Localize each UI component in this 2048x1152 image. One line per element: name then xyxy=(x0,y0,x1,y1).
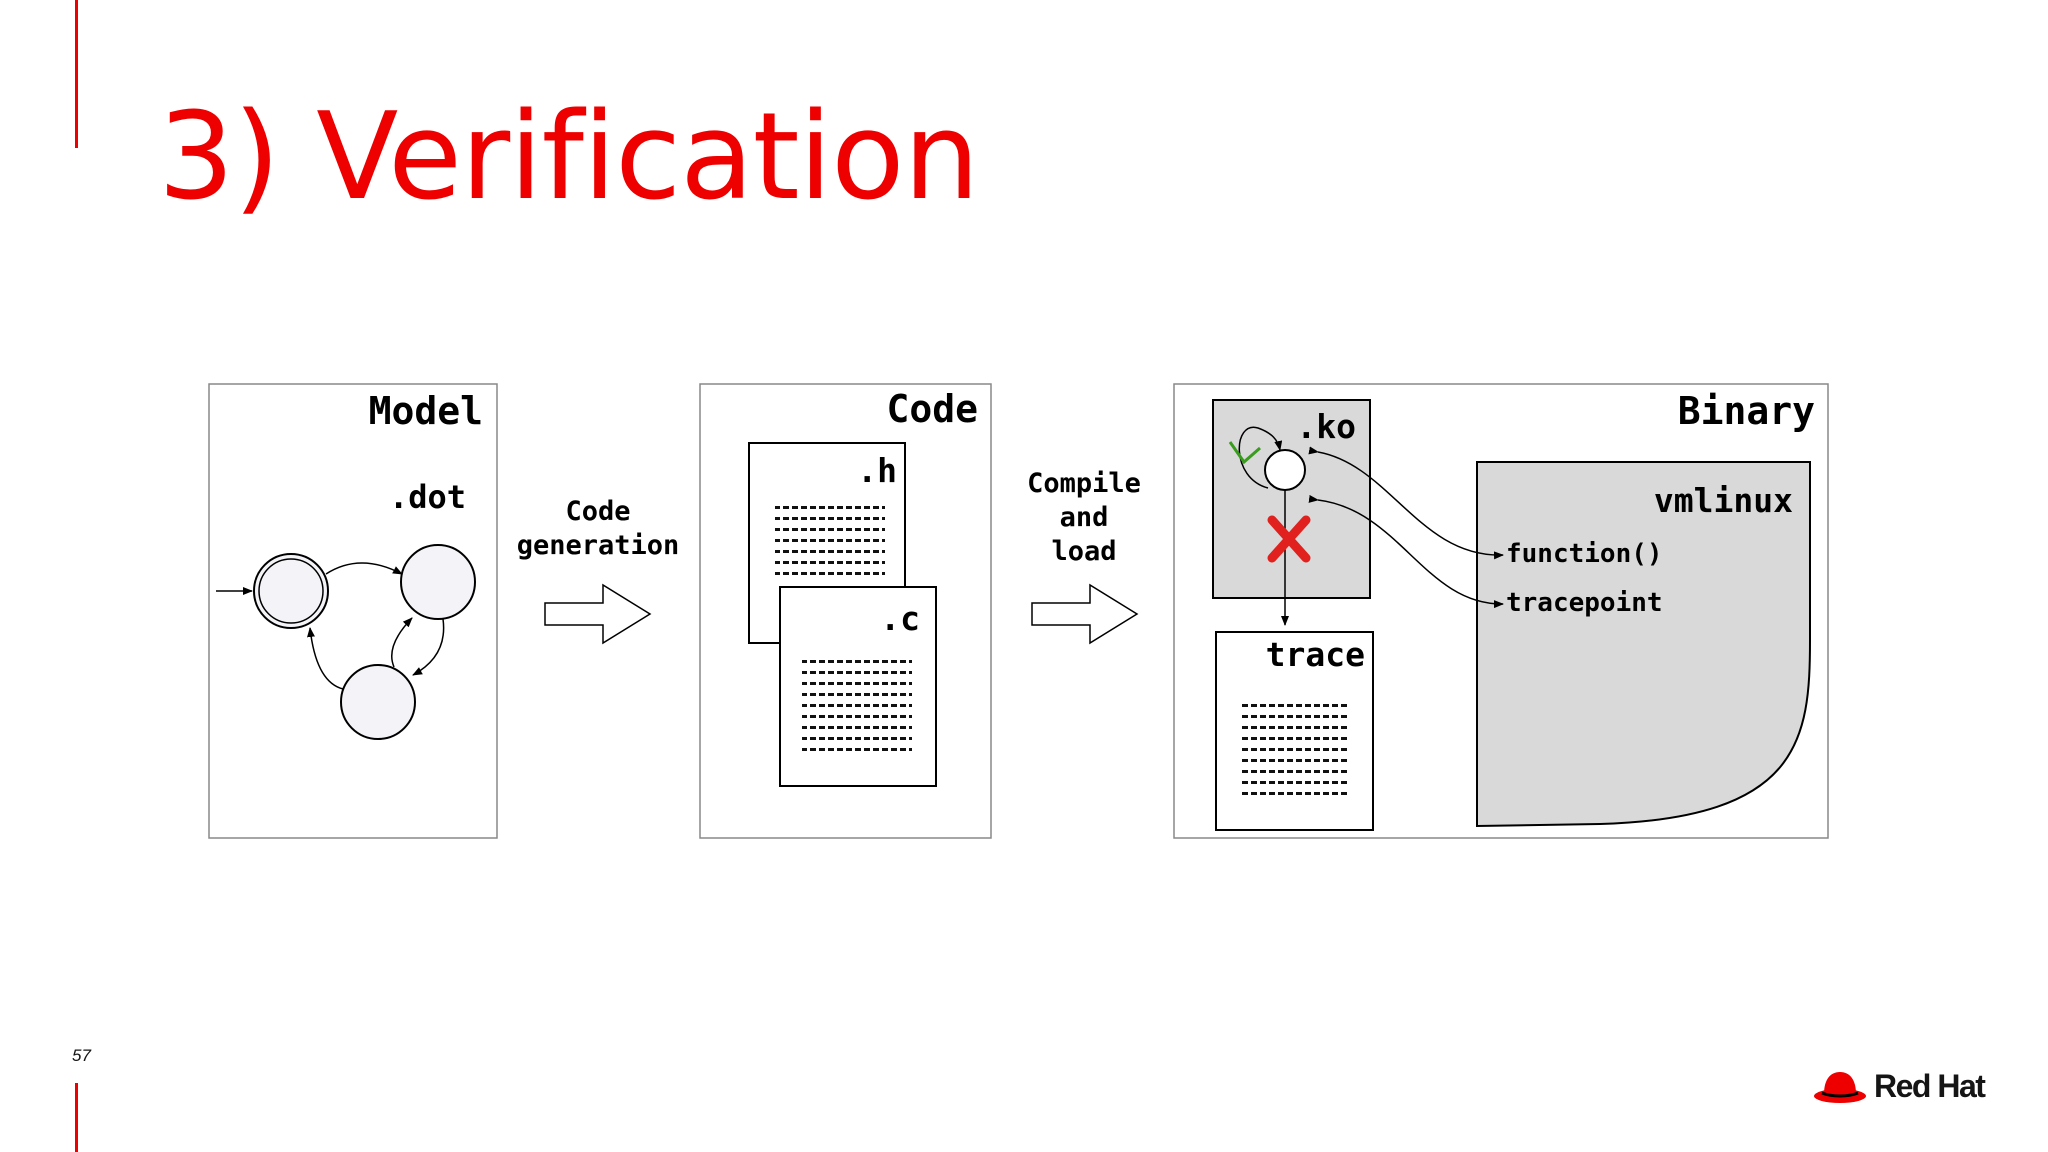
binary-panel: Binary .ko trace xyxy=(1173,383,1829,839)
compile-load-step: Compile and load xyxy=(1027,468,1141,645)
logo-text: Red Hat xyxy=(1874,1067,1986,1104)
model-panel: Model .dot xyxy=(208,383,498,839)
binary-title: Binary xyxy=(1678,389,1815,433)
state-node-3 xyxy=(340,664,416,740)
kernel-module-box: .ko xyxy=(1212,399,1371,626)
arrow2-line1: Compile xyxy=(1027,468,1141,499)
initial-state xyxy=(258,558,324,624)
arrow2-line2: and xyxy=(1060,502,1109,533)
state-machine-graph xyxy=(216,544,476,740)
check-icon xyxy=(1228,441,1261,465)
transition-2-3 xyxy=(412,618,445,676)
code-title: Code xyxy=(886,387,978,431)
transition-3-1 xyxy=(307,627,344,690)
trace-box: trace xyxy=(1215,631,1374,831)
self-loop-transition xyxy=(1238,426,1283,489)
arrow1-line1: Code xyxy=(565,496,630,527)
arrow2-line3: load xyxy=(1051,536,1116,567)
code-generation-step: Code generation xyxy=(517,496,680,645)
code-panel: Code .h .c xyxy=(699,383,992,839)
slide-title: 3) Verification xyxy=(158,88,980,227)
accent-line-bottom xyxy=(75,1083,78,1152)
arrow1-line2: generation xyxy=(517,530,680,561)
vmlinux-box: vmlinux function() tracepoint xyxy=(1476,461,1811,828)
model-title: Model xyxy=(369,389,483,433)
header-file-label: .h xyxy=(857,451,897,490)
transition-1-2 xyxy=(325,562,403,575)
trace-label: trace xyxy=(1266,635,1365,674)
red-hat-logo: Red Hat xyxy=(1812,1066,1986,1106)
accent-line-top xyxy=(75,0,78,148)
state-node-2 xyxy=(400,544,476,620)
source-file-icon: .c xyxy=(779,586,937,787)
red-hat-icon xyxy=(1814,1072,1866,1103)
vmlinux-label: vmlinux xyxy=(1654,481,1793,520)
page-number: 57 xyxy=(72,1046,91,1065)
error-x-icon xyxy=(1267,515,1311,563)
block-arrow-icon xyxy=(1031,583,1139,645)
kernel-module-label: .ko xyxy=(1296,407,1356,446)
tracepoint-label: tracepoint xyxy=(1506,588,1663,618)
source-file-label: .c xyxy=(880,599,920,638)
monitor-state-node xyxy=(1264,449,1306,491)
tracepoint-hook-arrow xyxy=(1308,494,1504,609)
block-arrow-icon xyxy=(544,583,652,645)
function-label: function() xyxy=(1506,539,1663,569)
transition-3-2 xyxy=(391,617,413,668)
dot-file-label: .dot xyxy=(389,478,466,516)
